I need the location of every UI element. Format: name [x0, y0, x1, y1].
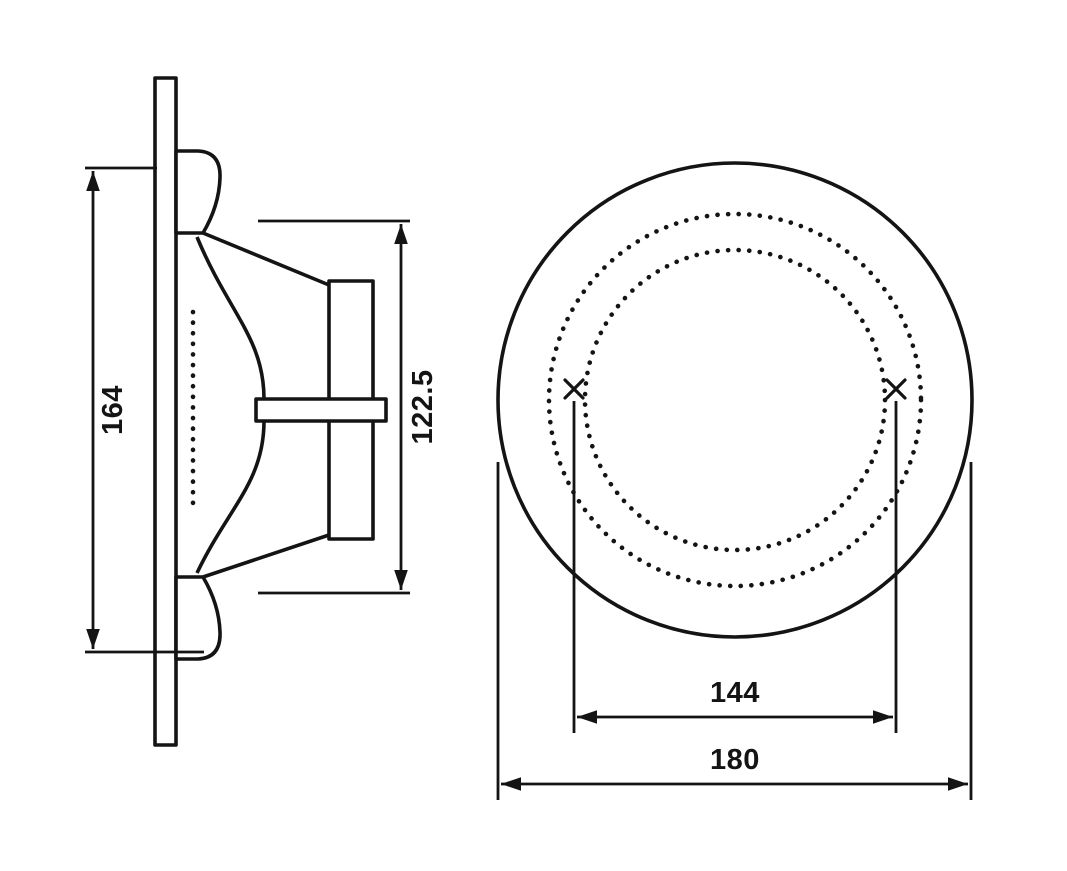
- dimension-164: 164: [85, 166, 204, 654]
- bolt-mark-left-x-icon: [563, 378, 585, 400]
- dim-164-label: 164: [97, 385, 129, 435]
- dimension-122-5: 122.5: [258, 219, 439, 595]
- dimension-144: 144: [572, 401, 898, 733]
- dim-122-5-label: 122.5: [407, 369, 439, 444]
- side-view: 164 122.5: [85, 76, 439, 747]
- bottom-gasket: [174, 575, 222, 661]
- dimension-180: 180: [496, 462, 973, 800]
- mounting-flange: [153, 76, 178, 747]
- bolt-mark-right-x-icon: [885, 378, 907, 400]
- outer-rim-circle: [496, 161, 974, 639]
- cutout-dotted-circle: [546, 211, 924, 589]
- inner-dotted-circle: [582, 247, 888, 553]
- cone-lower-edge: [202, 533, 330, 579]
- front-view: 144 180: [496, 161, 974, 800]
- dim-144-label: 144: [710, 677, 760, 709]
- dim-180-label: 180: [710, 744, 760, 776]
- dust-cap-profile: [195, 236, 266, 574]
- pole-piece-bar: [254, 397, 388, 423]
- top-gasket: [174, 149, 222, 235]
- cone-upper-edge: [202, 231, 330, 287]
